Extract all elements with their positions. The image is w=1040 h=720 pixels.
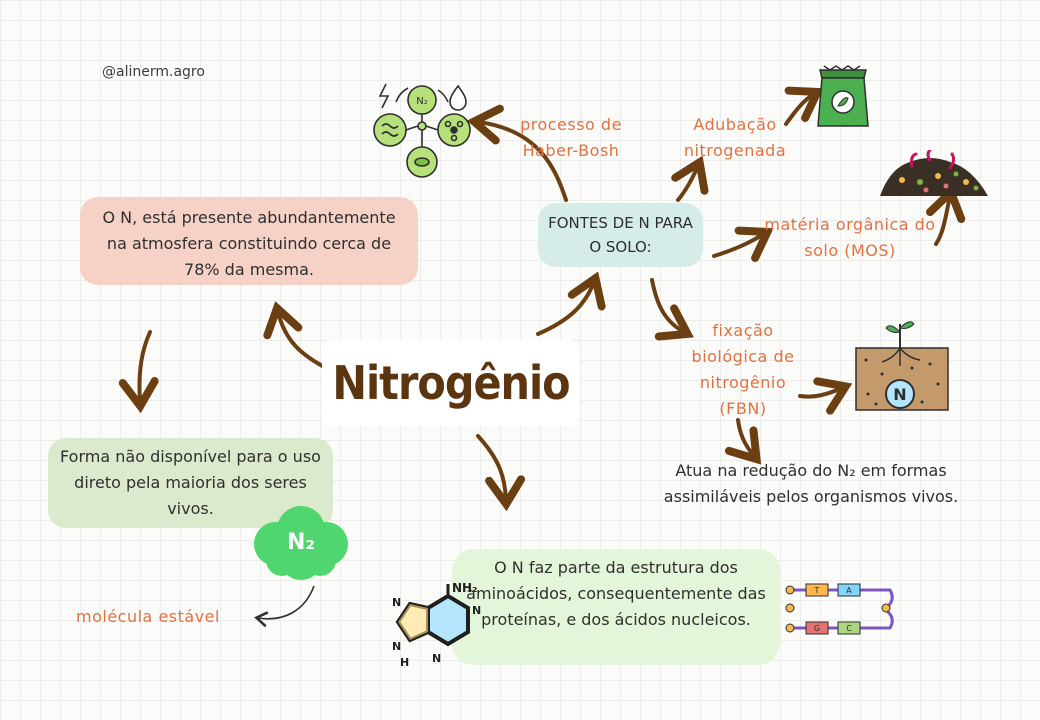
arrow-fontes-to-fbn — [650, 278, 694, 341]
n2-cloud-label: N₂ — [286, 529, 316, 555]
atmosphere-note: O N, está presente abundantemente na atm… — [102, 208, 396, 279]
haber-bosch-icon: N₂ — [373, 83, 471, 178]
organic-matter-icon — [880, 150, 988, 196]
form-note: Forma não disponível para o uso direto p… — [60, 447, 321, 518]
n2-cloud-icon — [254, 506, 348, 580]
arrow-to-aminoacids — [476, 434, 526, 512]
central-title: Nitrogênio — [322, 340, 580, 426]
label-adubacao: Adubação nitrogenada — [683, 115, 787, 160]
fbn-note: Atua na redução do N₂ em formas assimilá… — [663, 461, 959, 506]
label-mos: matéria orgânica do solo (MOS) — [764, 215, 936, 260]
atmosphere-note-box: O N, está presente abundantemente na atm… — [80, 197, 418, 285]
amino-note: O N faz parte da estrutura dos aminoácid… — [466, 558, 766, 629]
arrow-fontes-to-mos — [712, 226, 774, 263]
label-haber-bosch: processo de Haber-Bosh — [520, 115, 622, 160]
adenine-atom-4: N — [432, 652, 441, 665]
dna-base-g: G — [814, 624, 820, 633]
adenine-atom-3: N — [392, 640, 401, 653]
sources-box: FONTES DE N PARA O SOLO: — [538, 203, 703, 267]
adenine-atom-h: H — [400, 656, 409, 669]
arrow-fontes-to-adub — [671, 155, 709, 202]
fertilizer-bag-icon — [817, 65, 869, 127]
adenine-nh2: NH₂ — [452, 581, 477, 595]
dna-base-a: A — [846, 586, 852, 595]
amino-note-box: O N faz parte da estrutura dos aminoácid… — [452, 549, 780, 665]
root-nodule-icon: N — [855, 321, 949, 411]
arrow-fbn-to-root — [798, 377, 853, 415]
arrow-adub-to-bag — [784, 86, 824, 126]
arrow-n2-to-stable — [254, 585, 315, 627]
adenine-atom-1: N — [392, 596, 401, 609]
arrow-to-fontes — [536, 271, 606, 336]
dna-base-c: C — [846, 624, 852, 633]
haber-icon-n2: N₂ — [416, 96, 428, 107]
root-nodule-label: N — [893, 385, 906, 404]
arrow-mos-to-soil — [926, 185, 966, 246]
dna-base-t: T — [814, 586, 820, 595]
label-stable-molecule: molécula estável — [76, 607, 220, 626]
adenine-atom-2: N — [472, 604, 481, 617]
arrow-fontes-to-haber — [466, 104, 568, 202]
arrow-fbn-to-note — [724, 418, 762, 465]
label-fbn: fixação biológica de nitrogênio (FBN) — [691, 321, 795, 418]
sources-title: FONTES DE N PARA O SOLO: — [548, 214, 693, 256]
adenine-molecule-icon: NH₂ N N N N H — [392, 581, 481, 669]
dna-strand-icon: T A G C — [785, 583, 894, 635]
author-handle: @alinerm.agro — [102, 64, 205, 80]
arrow-to-atmosphere — [263, 301, 332, 372]
arrow-atm-to-forma — [118, 330, 159, 414]
